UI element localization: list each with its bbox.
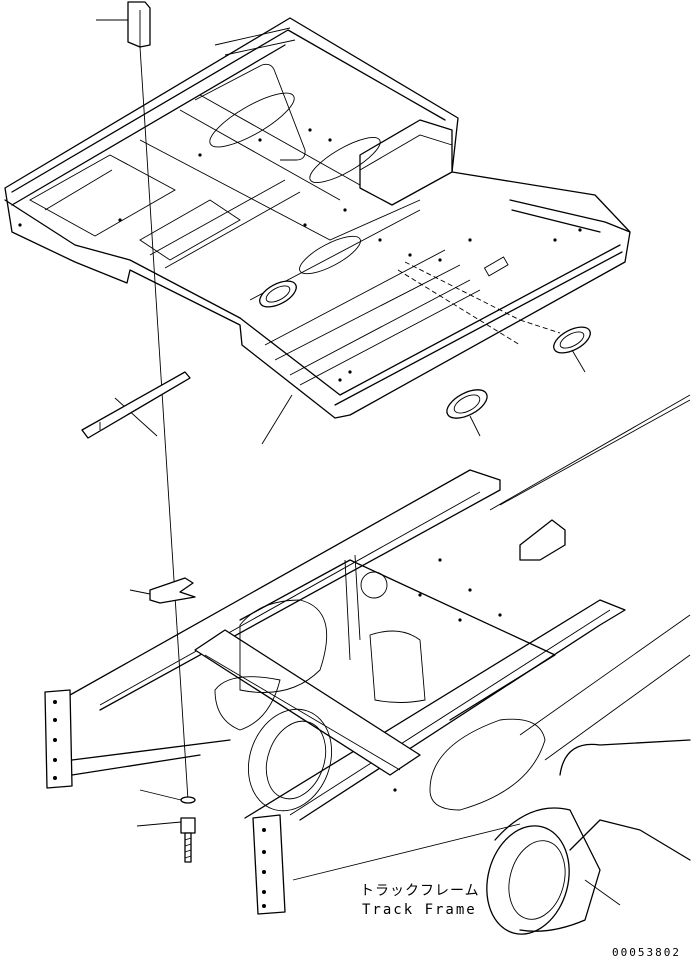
bolt-part [136,817,196,863]
floor-frame [4,17,631,419]
grommet-right [553,326,591,373]
drawing-number: 00053802 [612,946,681,959]
fastener-centerline [139,46,189,801]
clip-part [129,577,196,604]
strip-part [81,371,191,439]
track-frame-label-en: Track Frame [362,902,477,918]
grommet-lower [446,389,488,437]
track-frame [44,394,691,935]
washer-part [139,789,196,804]
track-frame-label-jp: トラックフレーム [360,883,480,899]
bracket-part [96,1,151,48]
